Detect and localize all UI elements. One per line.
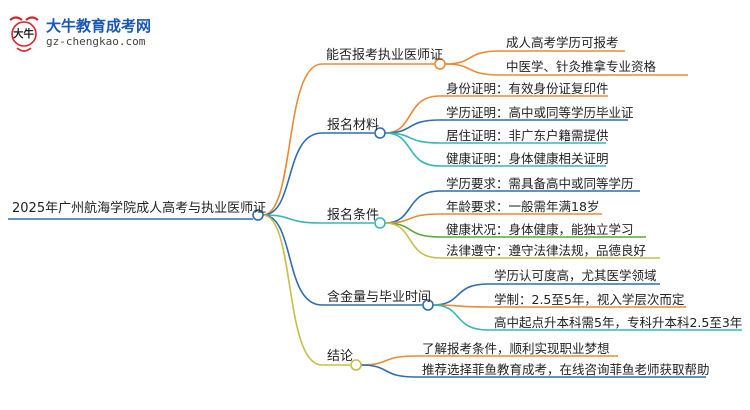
branch-node-dot bbox=[434, 58, 446, 70]
root-topic[interactable]: 2025年广州航海学院成人高考与执业医师证 bbox=[12, 201, 267, 216]
leaf-materials-2[interactable]: 学历证明：高中或同等学历毕业证 bbox=[446, 105, 634, 120]
branch-conditions[interactable]: 报名条件 bbox=[327, 208, 380, 223]
root-node-dot bbox=[252, 209, 264, 221]
leaf-conditions-2[interactable]: 年龄要求：一般需年满18岁 bbox=[446, 199, 600, 214]
leaf-connector bbox=[432, 304, 489, 331]
logo-url: gz-chengkao.com bbox=[46, 35, 146, 48]
leaf-connector bbox=[384, 132, 441, 167]
branch-conclusion[interactable]: 结论 bbox=[327, 349, 354, 364]
leaf-materials-3[interactable]: 居住证明：非广东户籍需提供 bbox=[446, 128, 609, 143]
branch-connector bbox=[262, 214, 323, 306]
branch-node-dot bbox=[422, 299, 434, 311]
branch-node-dot bbox=[374, 217, 386, 229]
leaf-connector bbox=[360, 364, 417, 378]
leaf-conclusion-2[interactable]: 推荐选择菲鱼教育成考，在线咨询菲鱼老师获取帮助 bbox=[422, 362, 710, 377]
leaf-eligibility-1[interactable]: 成人高考学历可报考 bbox=[506, 35, 619, 50]
leaf-conclusion-1[interactable]: 了解报考条件，顺利实现职业梦想 bbox=[422, 341, 610, 356]
leaf-connector bbox=[444, 50, 501, 65]
branch-eligibility[interactable]: 能否报考执业医师证 bbox=[326, 48, 444, 63]
branch-value-duration[interactable]: 含金量与毕业时间 bbox=[327, 290, 432, 305]
leaf-connector bbox=[360, 355, 417, 366]
branch-connector bbox=[262, 214, 323, 224]
mindmap-underlines bbox=[8, 50, 742, 378]
site-logo[interactable]: 大牛 大牛教育成考网 gz-chengkao.com bbox=[6, 14, 176, 54]
branch-node-dot bbox=[374, 127, 386, 139]
branch-node-dot bbox=[350, 359, 362, 371]
leaf-materials-4[interactable]: 健康证明：身体健康相关证明 bbox=[446, 151, 609, 166]
branch-materials[interactable]: 报名材料 bbox=[327, 118, 380, 133]
leaf-conditions-3[interactable]: 健康状况：身体健康，能独立学习 bbox=[446, 222, 634, 237]
logo-title: 大牛教育成考网 bbox=[46, 17, 152, 35]
mindmap-edges bbox=[262, 50, 501, 378]
leaf-connector bbox=[384, 222, 441, 259]
leaf-value-1[interactable]: 学历认可度高，尤其医学领域 bbox=[494, 268, 657, 283]
leaf-connector bbox=[384, 95, 441, 134]
leaf-value-2[interactable]: 学制：2.5至5年，视入学层次而定 bbox=[494, 292, 685, 307]
leaf-materials-1[interactable]: 身份证明：有效身份证复印件 bbox=[446, 81, 609, 96]
leaf-eligibility-2[interactable]: 中医学、针灸推拿专业资格 bbox=[506, 59, 657, 74]
leaf-connector bbox=[432, 283, 489, 306]
logo-mark-text: 大牛 bbox=[13, 28, 34, 40]
leaf-connector bbox=[444, 63, 501, 76]
bull-logo-icon bbox=[9, 16, 39, 52]
branch-connector bbox=[262, 214, 323, 366]
leaf-value-3[interactable]: 高中起点升本科需5年，专科升本科2.5至3年 bbox=[494, 315, 743, 330]
branch-connector bbox=[262, 63, 323, 216]
leaf-conditions-1[interactable]: 学历要求：需具备高中或同等学历 bbox=[446, 176, 634, 191]
branch-connector bbox=[262, 132, 323, 216]
leaf-conditions-4[interactable]: 法律遵守：遵守法律法规，品德良好 bbox=[446, 243, 647, 258]
mindmap-nodes bbox=[252, 58, 446, 371]
leaf-connector bbox=[384, 222, 441, 238]
